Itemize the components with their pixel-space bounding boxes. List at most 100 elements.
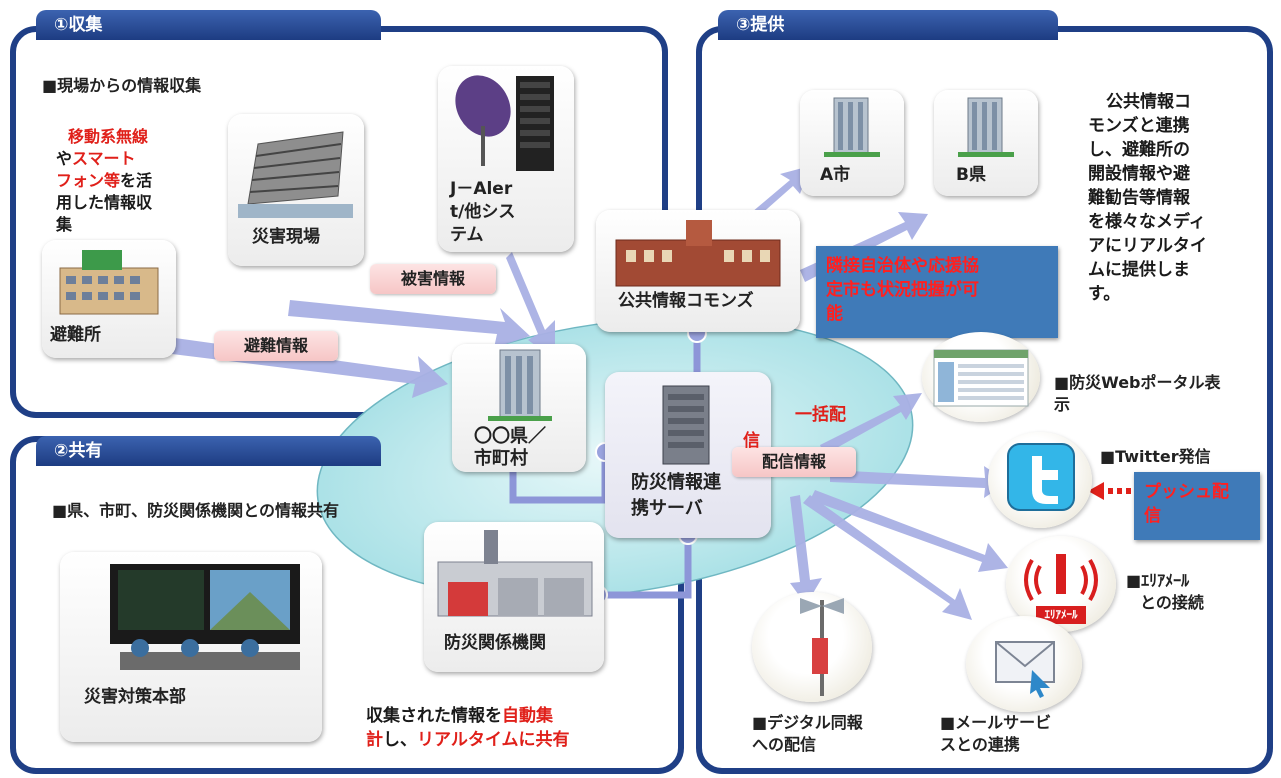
- commons-card: 公共情報コモンズ: [596, 210, 800, 332]
- delivery-info-tag: 配信情報: [732, 447, 856, 477]
- mail-service-line1: ■メールサービ: [940, 713, 1052, 732]
- digital-broadcast-line1: ■デジタル同報: [752, 713, 863, 732]
- mail-service-circle: [966, 616, 1082, 712]
- satellite-server-icon: [455, 75, 554, 171]
- share-note-e: リアルタイムに共有: [417, 730, 570, 750]
- neighbor-note-line2: 定市も状況把握が可: [826, 280, 979, 300]
- jalert-label-line2: t/他シス: [450, 202, 516, 222]
- evac-info-tag: 避難情報: [214, 331, 338, 361]
- share-note-b: 自動集: [502, 706, 553, 726]
- command-center-icon: [110, 564, 300, 670]
- server-icon: [662, 385, 710, 465]
- tab-provide: ③提供: [718, 10, 1058, 40]
- shelter-card: 避難所: [42, 240, 176, 358]
- area-mail-label-line1: ■ｴﾘｱﾒｰﾙ: [1126, 571, 1190, 590]
- disaster-site-icon: [238, 131, 353, 218]
- provide-desc-line7: アにリアルタイ: [1088, 236, 1207, 256]
- jalert-label-line1: J－Aler: [450, 179, 513, 199]
- provide-desc-line2: モンズと連携: [1088, 116, 1190, 136]
- provide-desc-line4: 開設情報や避: [1088, 164, 1190, 184]
- push-note-line2: 信: [1144, 506, 1161, 526]
- web-portal-screenshot-icon: [933, 349, 1029, 407]
- city-a-building-icon: [824, 97, 880, 157]
- area-mail-label-line2: との接続: [1140, 593, 1204, 612]
- neighbor-note-line1: 隣接自治体や応援協: [826, 256, 979, 276]
- collect-note-text4: 用した情報収: [56, 193, 153, 212]
- pref-b-building-icon: [958, 97, 1014, 157]
- web-portal-label: ■防災Webポータル表 示: [1054, 372, 1221, 416]
- jalert-label: J－Aler t/他シス テム: [450, 178, 515, 247]
- provide-desc-line3: し、避難所の: [1088, 140, 1190, 160]
- digital-broadcast-label: ■デジタル同報 への配信: [752, 712, 863, 756]
- mail-service-line2: スとの連携: [940, 735, 1020, 754]
- city-a-label: A市: [820, 165, 851, 185]
- server-label: 防災情報連 携サーバ: [631, 470, 721, 522]
- prefecture-building-icon: [488, 349, 552, 421]
- area-mail-badge: ｴﾘｱﾒｰﾙ: [1044, 608, 1078, 621]
- bulk-delivery-line2: 信: [743, 431, 760, 451]
- hq-card: 災害対策本部: [60, 552, 322, 742]
- prefecture-card: 〇〇県／ 市町村: [452, 344, 586, 472]
- collect-note-text2a: や: [56, 149, 73, 168]
- server-label-line2: 携サーバ: [631, 498, 703, 519]
- provide-desc-line6: を様々なメディ: [1088, 212, 1206, 232]
- twitter-circle: [988, 432, 1092, 528]
- tab-share: ②共有: [36, 436, 381, 466]
- prefecture-label: 〇〇県／ 市町村: [474, 426, 546, 470]
- commons-label: 公共情報コモンズ: [618, 291, 754, 311]
- provide-desc-line5: 難勧告等情報: [1088, 188, 1190, 208]
- collect-note-text3b: を活: [120, 171, 153, 190]
- neighbor-note: 隣接自治体や応援協 定市も状況把握が可 能: [816, 246, 1058, 338]
- shelter-label: 避難所: [50, 325, 101, 345]
- collect-note-red3: フォン等: [56, 171, 121, 190]
- twitter-icon: [1007, 443, 1075, 511]
- push-note: プッシュ配 信: [1134, 472, 1260, 540]
- provide-desc-line8: ムに提供しま: [1088, 260, 1190, 280]
- web-portal-label-line2: 示: [1054, 395, 1071, 414]
- share-note: 収集された情報を自動集 計し、リアルタイムに共有: [366, 704, 596, 752]
- shelter-building-icon: [59, 250, 159, 315]
- bulk-delivery-text: 一括配 信: [743, 404, 846, 452]
- share-note-d: し、: [383, 730, 417, 750]
- disaster-org-label: 防災関係機関: [444, 633, 546, 653]
- disaster-org-card: 防災関係機関: [424, 522, 604, 672]
- web-portal-circle: [922, 332, 1040, 422]
- neighbor-note-line3: 能: [826, 304, 843, 324]
- hq-label: 災害対策本部: [84, 687, 186, 707]
- push-note-line1: プッシュ配: [1144, 482, 1229, 502]
- provide-desc-line1: 公共情報コ: [1106, 92, 1191, 112]
- speaker-pole-icon: [800, 598, 844, 696]
- area-mail-label: ■ｴﾘｱﾒｰﾙ との接続: [1126, 570, 1204, 614]
- damage-info-tag: 被害情報: [370, 264, 496, 294]
- web-portal-label-line1: ■防災Webポータル表: [1054, 373, 1221, 392]
- twitter-label: ■Twitter発信: [1100, 447, 1211, 466]
- share-note-a: 収集された情報を: [366, 706, 502, 726]
- fire-station-icon: [437, 530, 593, 617]
- city-a-card: A市: [800, 90, 904, 196]
- share-note-c: 計: [366, 730, 383, 750]
- prefecture-label-line2: 市町村: [474, 448, 528, 469]
- commons-building-icon: [615, 220, 781, 287]
- provide-description: 公共情報コ モンズと連携 し、避難所の 開設情報や避 難勧告等情報 を様々なメデ…: [1088, 90, 1264, 306]
- collect-note: 移動系無線 やスマート フォン等を活 用した情報収 集: [56, 126, 206, 236]
- server-label-line1: 防災情報連: [631, 472, 721, 493]
- pref-b-card: B県: [934, 90, 1038, 196]
- digital-broadcast-circle: [752, 592, 872, 702]
- digital-broadcast-line2: への配信: [752, 735, 817, 754]
- envelope-icon: [995, 641, 1055, 698]
- mail-service-label: ■メールサービ スとの連携: [940, 712, 1051, 756]
- disaster-site-card: 災害現場: [228, 114, 364, 266]
- collect-note-red1: 移動系無線: [68, 127, 149, 146]
- collect-note-text5: 集: [56, 215, 73, 234]
- jalert-label-line3: テム: [450, 225, 484, 245]
- prefecture-label-line1: 〇〇県／: [474, 426, 546, 447]
- bulk-delivery-line1: 一括配: [795, 405, 846, 425]
- collect-heading: ■現場からの情報収集: [42, 76, 202, 95]
- collect-note-red2: スマート: [72, 149, 136, 168]
- tab-collect: ①収集: [36, 10, 381, 40]
- pref-b-label: B県: [956, 165, 986, 185]
- jalert-card: J－Aler t/他シス テム: [438, 66, 574, 252]
- provide-desc-line9: す。: [1088, 284, 1121, 304]
- disaster-site-label: 災害現場: [252, 227, 320, 247]
- share-heading: ■県、市町、防災関係機関との情報共有: [52, 501, 339, 520]
